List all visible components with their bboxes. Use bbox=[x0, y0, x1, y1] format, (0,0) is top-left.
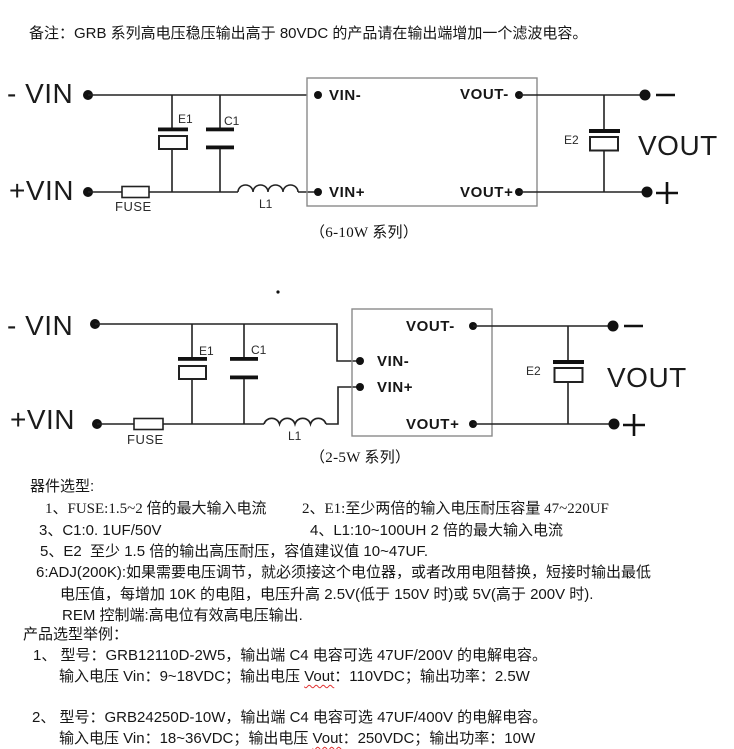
d2-caption: （2-5W 系列） bbox=[310, 450, 411, 466]
wire-top-rail bbox=[95, 323, 360, 362]
d1-vout-label: VOUT bbox=[638, 130, 718, 161]
d1-fuse-label: FUSE bbox=[115, 199, 152, 214]
example-1-model: 1、 型号：GRB12110D-2W5，输出端 C4 电容可选 47UF/200… bbox=[33, 647, 548, 664]
fuse-symbol bbox=[133, 417, 164, 431]
pin-dot-vin-neg bbox=[356, 357, 364, 365]
d2-e2-label: E2 bbox=[526, 364, 541, 378]
module-box bbox=[306, 77, 538, 207]
d2-e1-label: E1 bbox=[199, 344, 214, 358]
capacitor-e2-body bbox=[589, 136, 619, 152]
pin-dot-vin-pos bbox=[356, 383, 364, 391]
output-dot-pos bbox=[641, 186, 653, 198]
selection-item-1: 1、FUSE:1.5~2 倍的最大输入电流 bbox=[45, 501, 267, 517]
d2-vout-label: VOUT bbox=[607, 362, 687, 393]
capacitor-c1-plate-top bbox=[230, 357, 258, 361]
fuse-symbol bbox=[121, 185, 150, 199]
selection-item-4: 4、L1:10~100UH 2 倍的最大输入电流 bbox=[310, 522, 564, 539]
d1-pin-vout-neg-label: VOUT- bbox=[460, 86, 509, 103]
capacitor-e2-plate bbox=[589, 129, 620, 133]
d2-pin-vin-neg-label: VIN- bbox=[377, 353, 410, 370]
wire-to-vinpos-pin bbox=[326, 386, 360, 425]
capacitor-e2-plate bbox=[553, 360, 584, 364]
d1-caption: （6-10W 系列） bbox=[310, 225, 419, 241]
selection-item-6-line1: 6:ADJ(200K):如果需要电压调节，就必须接这个电位器，或者改用电阻替换，… bbox=[36, 564, 652, 581]
diagram-6-10w bbox=[83, 77, 678, 207]
output-dot-pos bbox=[608, 418, 620, 430]
d1-vin-pos-label: +VIN bbox=[9, 175, 75, 206]
example-2-specs-suffix: ：250VDC；输出功率：10W bbox=[342, 730, 536, 747]
capacitor-e1-plate bbox=[158, 127, 188, 132]
example-1-specs-suffix: ：110VDC；输出功率：2.5W bbox=[334, 668, 530, 685]
spellcheck-vout-2: Vout bbox=[312, 730, 343, 747]
capacitor-e1-plate bbox=[178, 357, 207, 361]
d2-pin-vout-pos-label: VOUT+ bbox=[406, 416, 460, 433]
inductor-l1-symbol bbox=[263, 417, 327, 428]
capacitor-c1-plate-top bbox=[206, 127, 234, 132]
example-2-model: 2、 型号：GRB24250D-10W，输出端 C4 电容可选 47UF/400… bbox=[32, 709, 548, 726]
d1-vin-neg-label: - VIN bbox=[7, 78, 74, 109]
output-dot-neg bbox=[639, 89, 651, 101]
capacitor-c1-plate-bottom bbox=[206, 145, 234, 150]
d2-c1-label: C1 bbox=[251, 343, 267, 357]
selection-title: 器件选型: bbox=[30, 478, 95, 495]
spellcheck-vout-1: Vout bbox=[304, 668, 335, 685]
stray-dot bbox=[276, 290, 280, 294]
d2-pin-vin-pos-label: VIN+ bbox=[377, 379, 414, 396]
capacitor-e1-body bbox=[158, 135, 188, 150]
output-dot-neg bbox=[607, 320, 619, 332]
diagram-2-5w bbox=[90, 290, 645, 437]
note-line: 备注：GRB 系列高电压稳压输出高于 80VDC 的产品请在输出端增加一个滤波电… bbox=[29, 25, 588, 42]
d1-l1-label: L1 bbox=[259, 197, 273, 211]
d2-vin-pos-label: +VIN bbox=[10, 404, 76, 435]
example-2-specs: 输入电压 Vin：18~36VDC；输出电压 Vout：250VDC；输出功率：… bbox=[59, 730, 535, 749]
capacitor-e2-body bbox=[553, 367, 584, 383]
pin-dot-vin-pos bbox=[314, 188, 322, 196]
selection-item-5: 5、E2 至少 1.5 倍的输出高压耐压，容值建议值 10~47UF. bbox=[40, 543, 429, 560]
selection-item-3: 3、C1:0. 1UF/50V bbox=[39, 522, 162, 539]
selection-item-6-line3: REM 控制端:高电位有效高电压输出. bbox=[62, 607, 303, 624]
capacitor-c1-plate-bottom bbox=[230, 375, 258, 380]
d1-pin-vin-pos-label: VIN+ bbox=[329, 184, 366, 201]
d1-c1-label: C1 bbox=[224, 114, 240, 128]
selection-item-6-line2: 电压值，每增加 10K 的电阻，电压升高 2.5V(低于 150V 时)或 5V… bbox=[60, 586, 594, 603]
module-box bbox=[351, 308, 493, 437]
d2-l1-label: L1 bbox=[288, 429, 302, 443]
examples-title: 产品选型举例： bbox=[23, 626, 129, 643]
inductor-l1-symbol bbox=[237, 184, 299, 193]
d1-pin-vin-neg-label: VIN- bbox=[329, 87, 362, 104]
example-1-specs-prefix: 输入电压 Vin：9~18VDC；输出电压 bbox=[59, 668, 305, 685]
capacitor-e1-body bbox=[178, 365, 207, 380]
d2-pin-vout-neg-label: VOUT- bbox=[406, 318, 455, 335]
d1-pin-vout-pos-label: VOUT+ bbox=[460, 184, 514, 201]
d1-e1-label: E1 bbox=[178, 112, 193, 126]
example-2-specs-prefix: 输入电压 Vin：18~36VDC；输出电压 bbox=[59, 730, 313, 747]
pin-dot-vin-neg bbox=[314, 91, 322, 99]
selection-item-2: 2、E1:至少两倍的输入电压耐压容量 47~220UF bbox=[302, 501, 609, 517]
d2-vin-neg-label: - VIN bbox=[7, 310, 74, 341]
example-1-specs: 输入电压 Vin：9~18VDC；输出电压 Vout：110VDC；输出功率：2… bbox=[59, 668, 530, 687]
d2-fuse-label: FUSE bbox=[127, 432, 164, 447]
d1-e2-label: E2 bbox=[564, 133, 579, 147]
